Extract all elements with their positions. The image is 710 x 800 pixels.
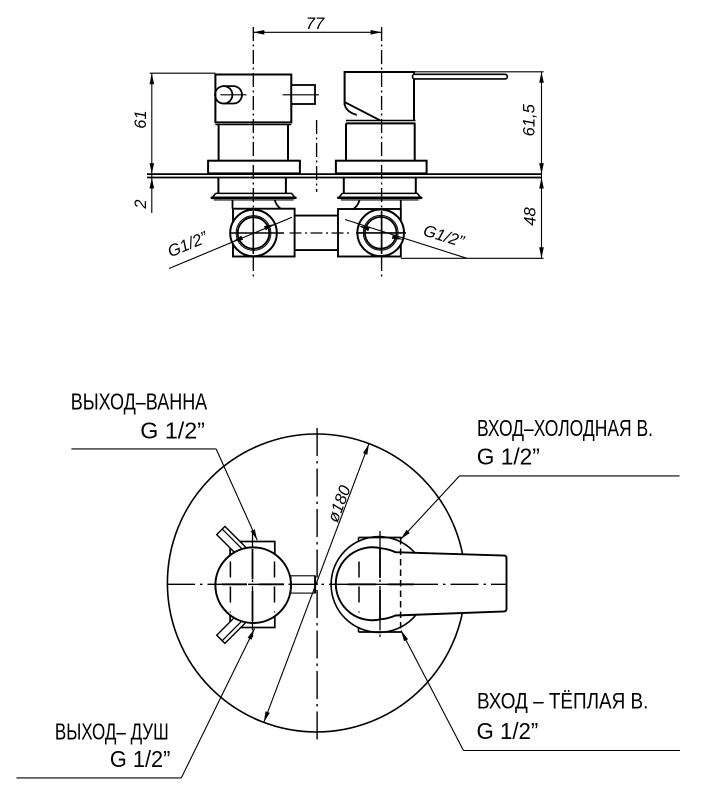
svg-text:ВЫХОД–ВАННА: ВЫХОД–ВАННА <box>71 388 208 414</box>
svg-text:77: 77 <box>306 15 325 33</box>
svg-text:ВЫХОД– ДУШ: ВЫХОД– ДУШ <box>55 718 169 744</box>
svg-text:G 1/2”: G 1/2” <box>140 417 205 443</box>
svg-text:61: 61 <box>132 110 150 128</box>
svg-text:ВХОД–ХОЛОДНАЯ В.: ВХОД–ХОЛОДНАЯ В. <box>477 415 653 441</box>
svg-text:G 1/2”: G 1/2” <box>477 444 540 470</box>
svg-text:G 1/2”: G 1/2” <box>477 718 539 744</box>
svg-text:61,5: 61,5 <box>521 103 539 136</box>
svg-text:G 1/2”: G 1/2” <box>110 746 170 772</box>
svg-text:ВХОД – ТЁПЛАЯ В.: ВХОД – ТЁПЛАЯ В. <box>477 688 648 713</box>
svg-text:48: 48 <box>521 207 539 226</box>
svg-text:2: 2 <box>132 199 150 209</box>
